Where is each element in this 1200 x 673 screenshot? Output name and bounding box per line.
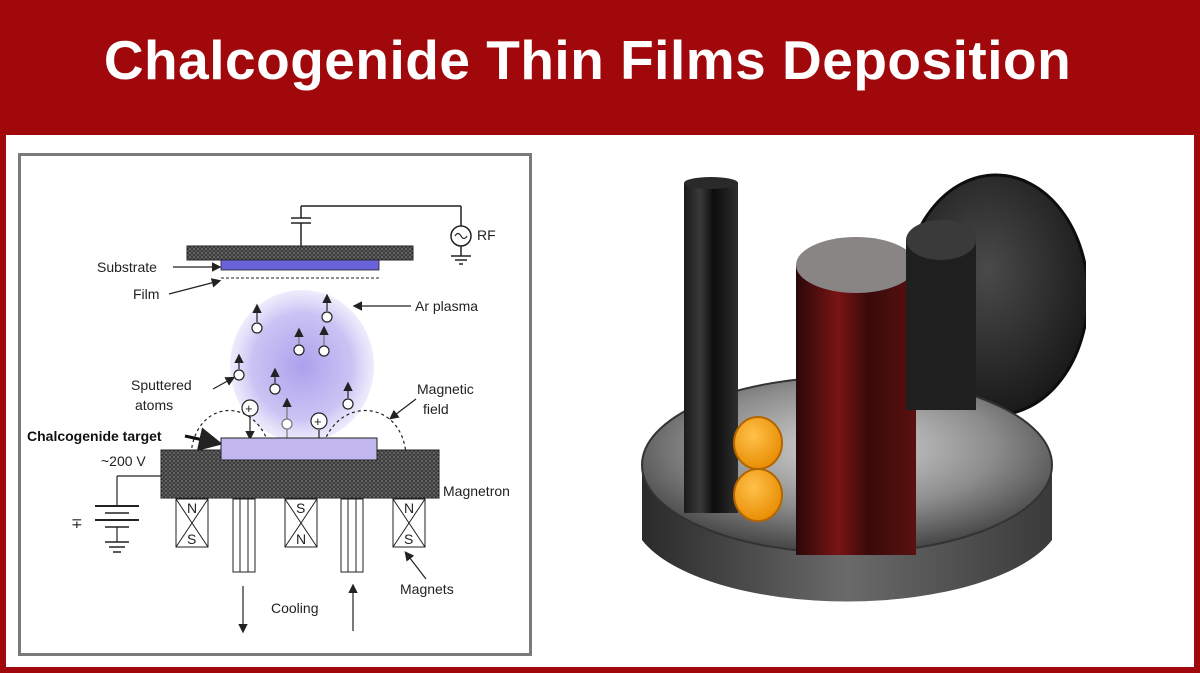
dark-glass-rod — [684, 183, 738, 513]
samples-illustration — [641, 173, 1090, 602]
title-banner: Chalcogenide Thin Films Deposition — [0, 0, 1200, 135]
red-rod-top — [796, 237, 916, 293]
film-layer — [220, 259, 380, 271]
red-glass-rod — [796, 265, 916, 555]
chalcogenide-samples-photo — [606, 165, 1090, 635]
cooling-pipes — [232, 498, 364, 573]
magnetic-field-label-2: field — [423, 401, 449, 417]
cooling-label: Cooling — [271, 600, 318, 616]
magnetron-label: Magnetron — [443, 483, 510, 499]
sputtered-atoms-label-2: atoms — [135, 397, 173, 413]
magnet-left: N S — [175, 498, 209, 548]
magnets-label: Magnets — [400, 581, 454, 597]
sputtered-atoms-label-1: Sputtered — [131, 377, 192, 393]
magnet-center: S N — [284, 498, 318, 548]
svg-text:N: N — [187, 500, 197, 516]
chalcogenide-target-label: Chalcogenide target — [27, 428, 162, 444]
svg-text:N: N — [404, 500, 414, 516]
orange-lens-top — [733, 416, 783, 470]
substrate-label: Substrate — [97, 259, 157, 275]
ar-plasma-label: Ar plasma — [415, 298, 478, 314]
orange-lens-bottom — [733, 468, 783, 522]
svg-text:S: S — [404, 531, 413, 547]
ar-plasma-cloud — [230, 290, 374, 442]
svg-text:S: S — [187, 531, 196, 547]
substrate-holder — [186, 245, 414, 261]
svg-text:N: N — [296, 531, 306, 547]
content-panel: RF Substrate Film Ar plasma — [6, 135, 1194, 667]
sputtering-diagram: RF Substrate Film Ar plasma — [18, 153, 532, 656]
svg-text:+: + — [314, 414, 322, 429]
sputtering-diagram-svg: RF Substrate Film Ar plasma — [27, 205, 510, 634]
magnetic-field-label-1: Magnetic — [417, 381, 474, 397]
magnet-right: N S — [392, 498, 426, 548]
page-title: Chalcogenide Thin Films Deposition — [103, 29, 1072, 91]
magnetron-block — [160, 449, 440, 499]
rf-label: RF — [477, 227, 496, 243]
svg-text:+: + — [245, 401, 253, 416]
polarity-sign: ∓ — [71, 515, 83, 531]
voltage-label: ~200 V — [101, 453, 146, 469]
svg-text:S: S — [296, 500, 305, 516]
film-label: Film — [133, 286, 159, 302]
